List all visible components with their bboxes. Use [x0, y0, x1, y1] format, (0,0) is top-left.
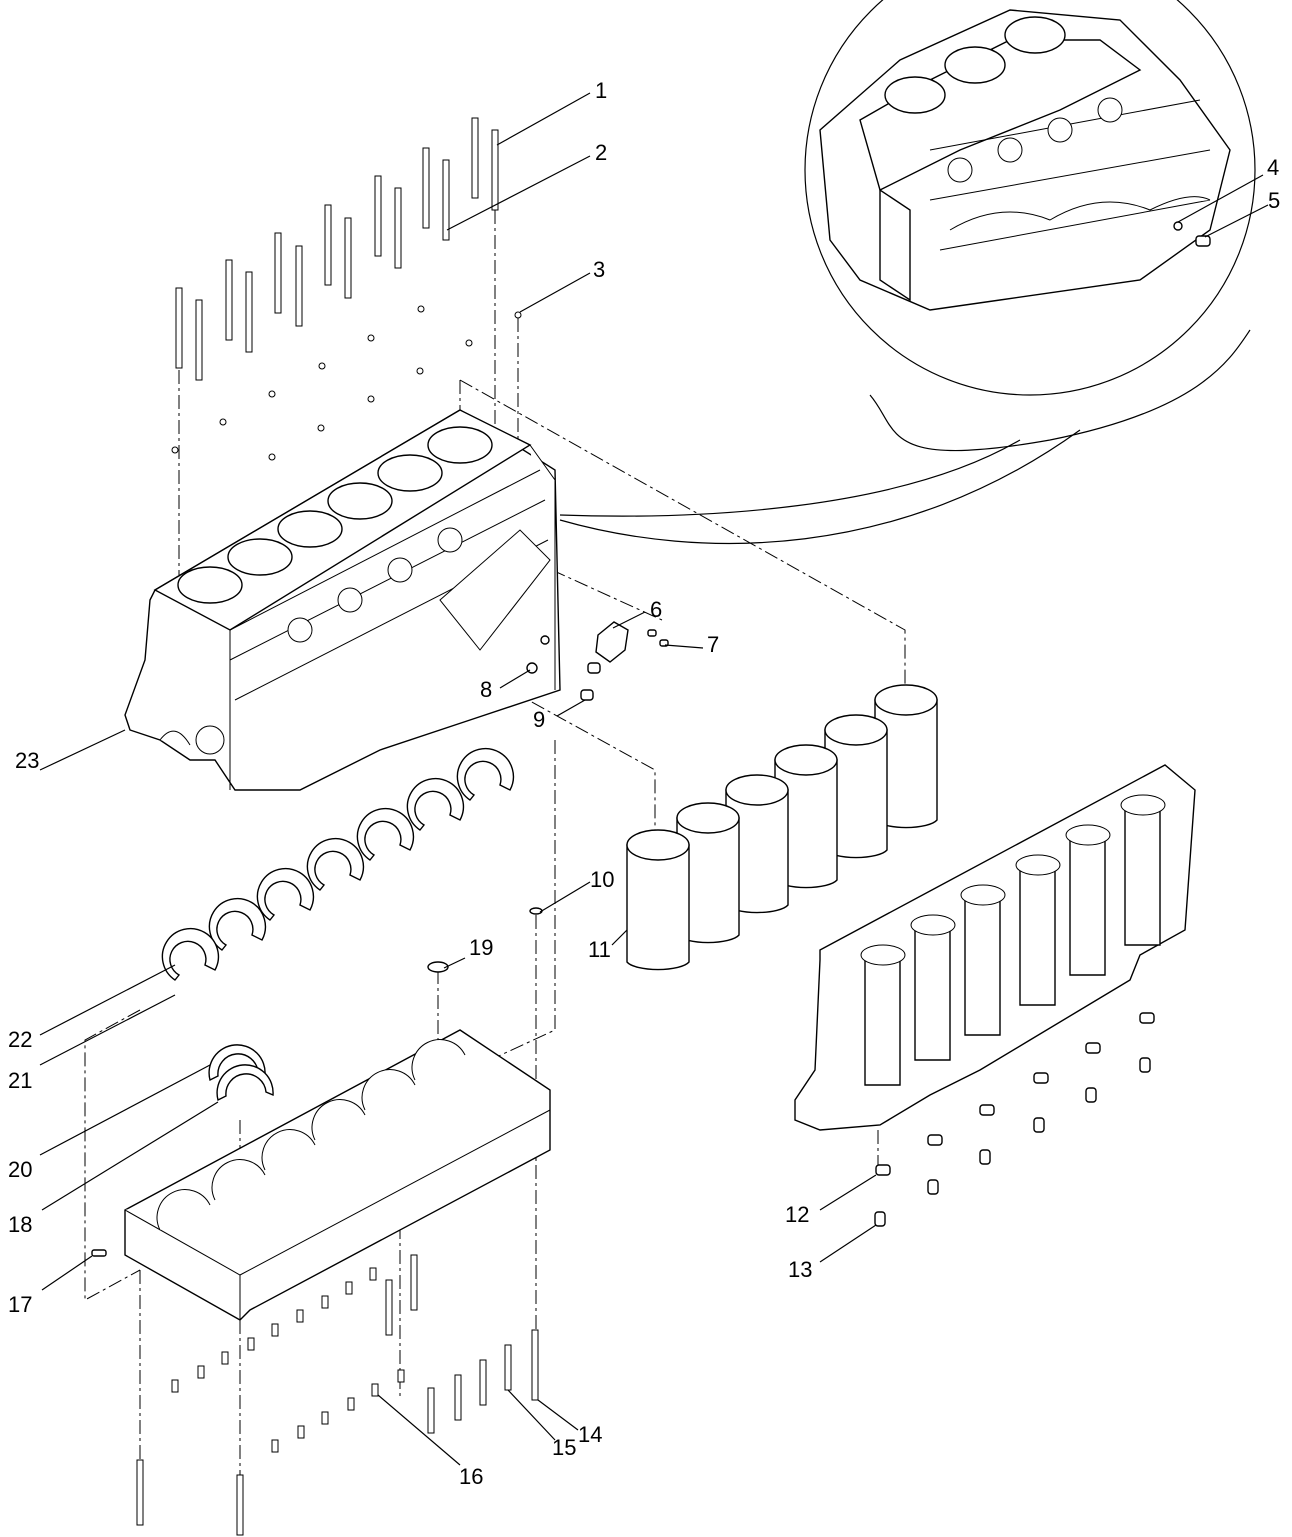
callout-23: 23 — [15, 748, 39, 773]
callout-16: 16 — [459, 1464, 483, 1489]
callout-9: 9 — [533, 707, 545, 732]
bedplate-bolts — [136, 1254, 539, 1536]
callout-leaders — [39, 92, 1269, 1466]
engine-block — [124, 409, 561, 791]
seal-ring-part-10 — [529, 907, 543, 915]
callout-4: 4 — [1267, 155, 1279, 180]
callout-21: 21 — [8, 1068, 32, 1093]
screw-part-7 — [647, 629, 669, 647]
plug-part-5 — [1195, 235, 1211, 247]
plug-part-4 — [1173, 221, 1183, 231]
callout-7: 7 — [707, 632, 719, 657]
sectioned-block — [794, 764, 1196, 1131]
cover-plate-part-6 — [595, 621, 629, 663]
callout-14: 14 — [578, 1422, 602, 1447]
head-bolts — [171, 117, 522, 461]
callout-10: 10 — [590, 867, 614, 892]
nozzle-bolts — [874, 1057, 1151, 1227]
plug-part-9 — [580, 662, 601, 701]
detail-block-illustration — [819, 9, 1231, 311]
piston-cooling-nozzles — [875, 1012, 1155, 1176]
cylinder-liners — [626, 684, 938, 971]
washers-part-3 — [171, 305, 522, 461]
callout-18: 18 — [8, 1212, 32, 1237]
callout-22: 22 — [8, 1027, 32, 1052]
seal-ring-part-19 — [427, 961, 449, 973]
detail-magnifier — [559, 0, 1256, 544]
bearing-shells — [161, 747, 515, 981]
callout-19: 19 — [469, 935, 493, 960]
callout-8: 8 — [480, 677, 492, 702]
bedplate — [91, 1029, 551, 1321]
callout-12: 12 — [785, 1202, 809, 1227]
callout-1: 1 — [595, 78, 607, 103]
callout-labels: 1 2 3 4 5 6 7 8 9 10 11 12 13 14 15 16 1… — [8, 78, 1280, 1489]
callout-3: 3 — [593, 257, 605, 282]
callout-5: 5 — [1268, 188, 1280, 213]
callout-15: 15 — [552, 1435, 576, 1460]
callout-20: 20 — [8, 1157, 32, 1182]
callout-13: 13 — [788, 1257, 812, 1282]
callout-11: 11 — [588, 937, 611, 962]
callout-2: 2 — [595, 140, 607, 165]
thrust-washers — [208, 1044, 274, 1102]
callout-17: 17 — [8, 1292, 32, 1317]
dowel-pin-part-17 — [91, 1249, 107, 1257]
callout-6: 6 — [650, 597, 662, 622]
